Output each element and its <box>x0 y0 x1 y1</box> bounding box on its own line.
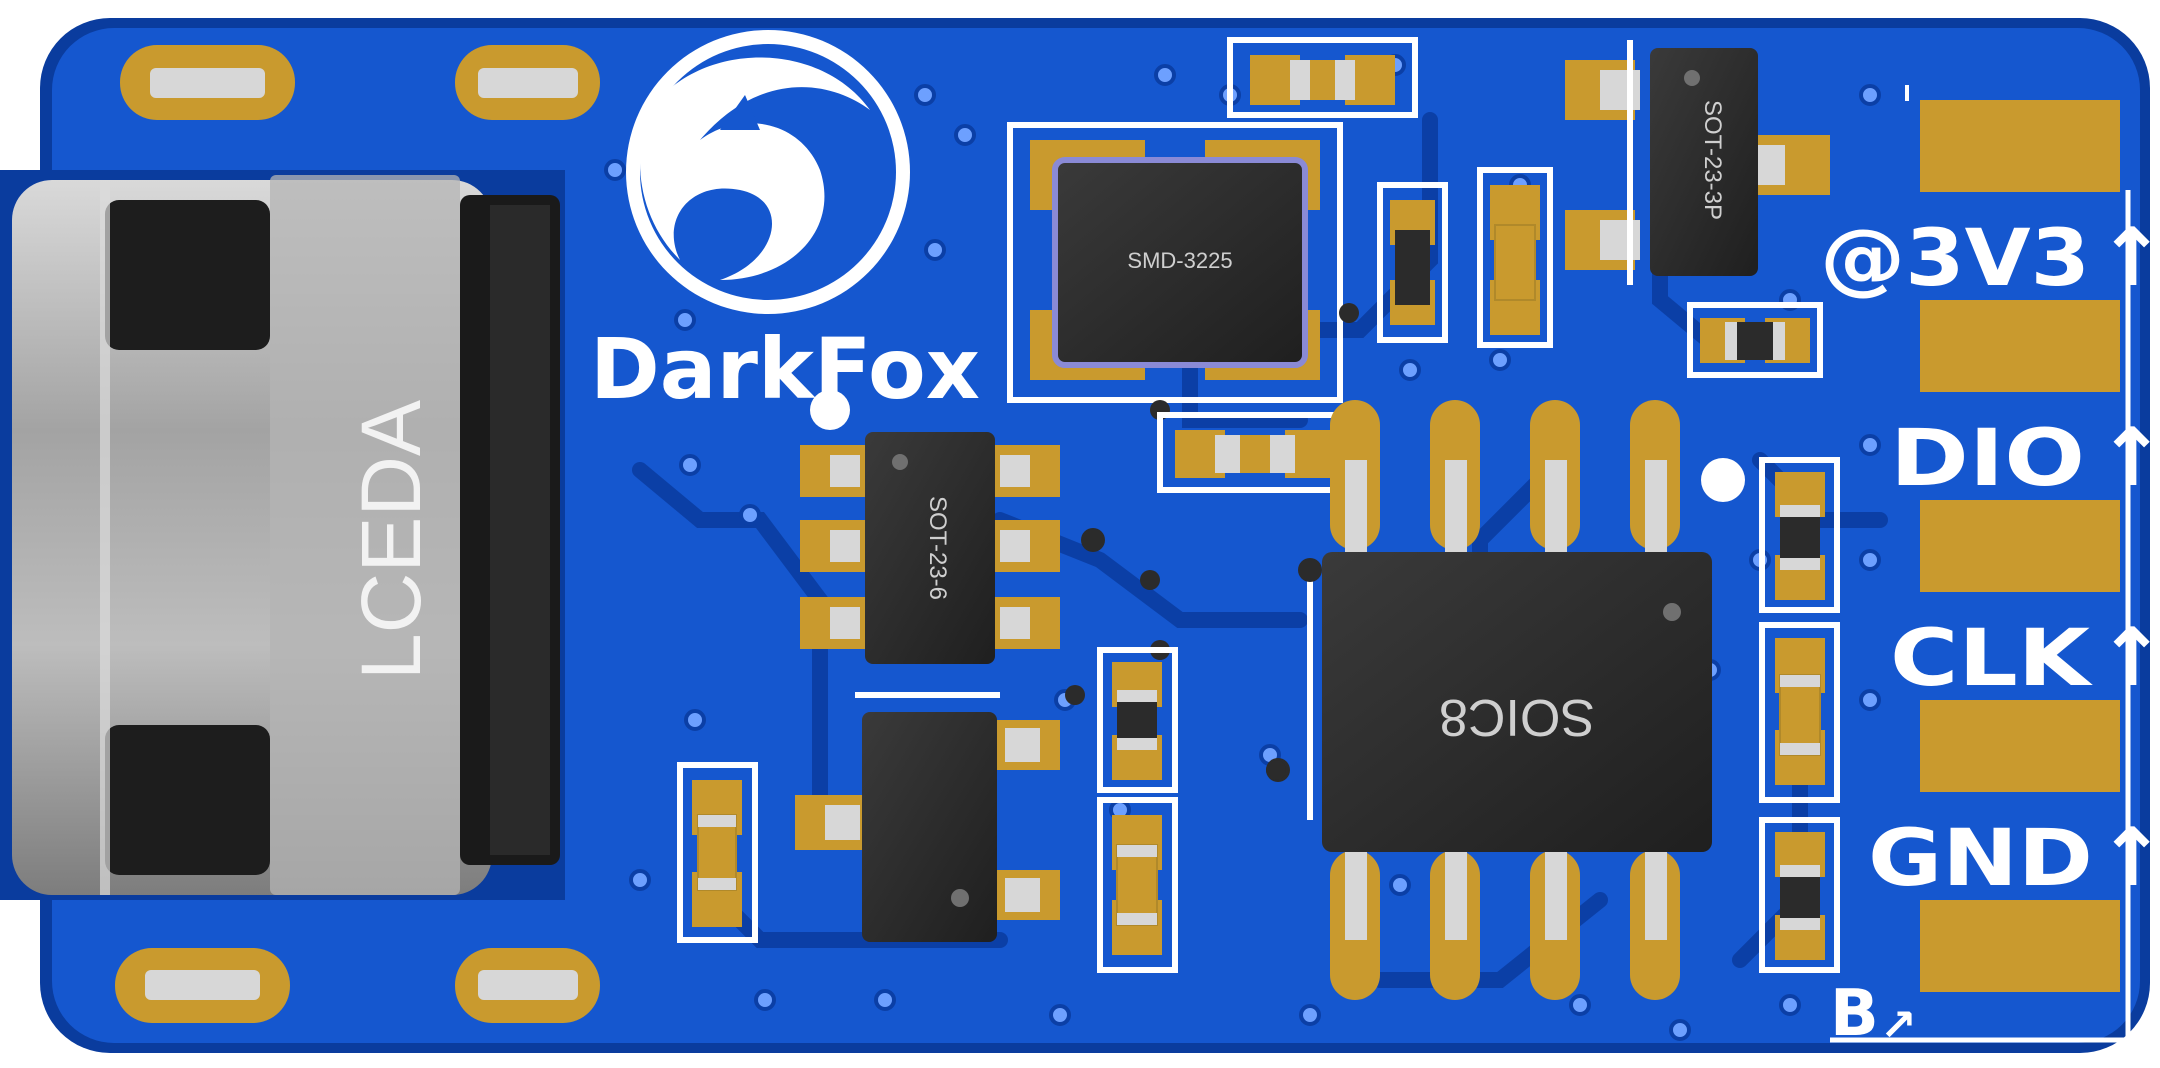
capacitor-column <box>1097 647 1178 973</box>
regulator-top-label: SOT-23-3P <box>1699 100 1726 220</box>
fiducial-mark <box>810 390 850 430</box>
capacitor-bottom-left <box>677 762 758 943</box>
capacitor-pair <box>1377 167 1553 348</box>
capacitor-right <box>1687 302 1823 378</box>
crystal-label: SMD-3225 <box>1127 248 1232 273</box>
crystal-component <box>1007 122 1343 403</box>
header-pads <box>1905 85 2120 992</box>
pad-1 <box>1920 100 2120 192</box>
brand-name: DarkFox <box>590 320 980 418</box>
corner-arrow-icon: ↗ <box>1880 1000 1917 1051</box>
pin-label-gnd: GND <box>1868 814 2093 904</box>
fox-circle-logo-icon <box>626 30 910 314</box>
pin-label-clk: CLK <box>1890 614 2093 704</box>
transistor-component <box>795 692 1060 942</box>
pad-5 <box>1920 900 2120 992</box>
resistor-column-right <box>1759 457 1840 973</box>
pin-label-dio: DIO <box>1890 414 2085 504</box>
pad-3 <box>1920 500 2120 592</box>
corner-mark: B <box>1830 977 1879 1051</box>
regulator-left-label: SOT-23-6 <box>924 496 951 600</box>
pad-4 <box>1920 700 2120 792</box>
resistor-top <box>1227 37 1418 118</box>
regulator-left-component <box>800 432 1060 664</box>
pad-2 <box>1920 300 2120 392</box>
pin-label-3v3: @3V3 <box>1820 214 2090 304</box>
usb-c-connector <box>0 170 565 900</box>
connector-label: LCEDA <box>344 400 438 680</box>
mounting-slots <box>115 45 600 1023</box>
main-ic-component <box>1307 400 1712 1000</box>
main-ic-label: SOIC8 <box>1439 688 1595 746</box>
pin-divider-line <box>1830 190 2131 1043</box>
regulator-top-component <box>1565 40 1830 285</box>
